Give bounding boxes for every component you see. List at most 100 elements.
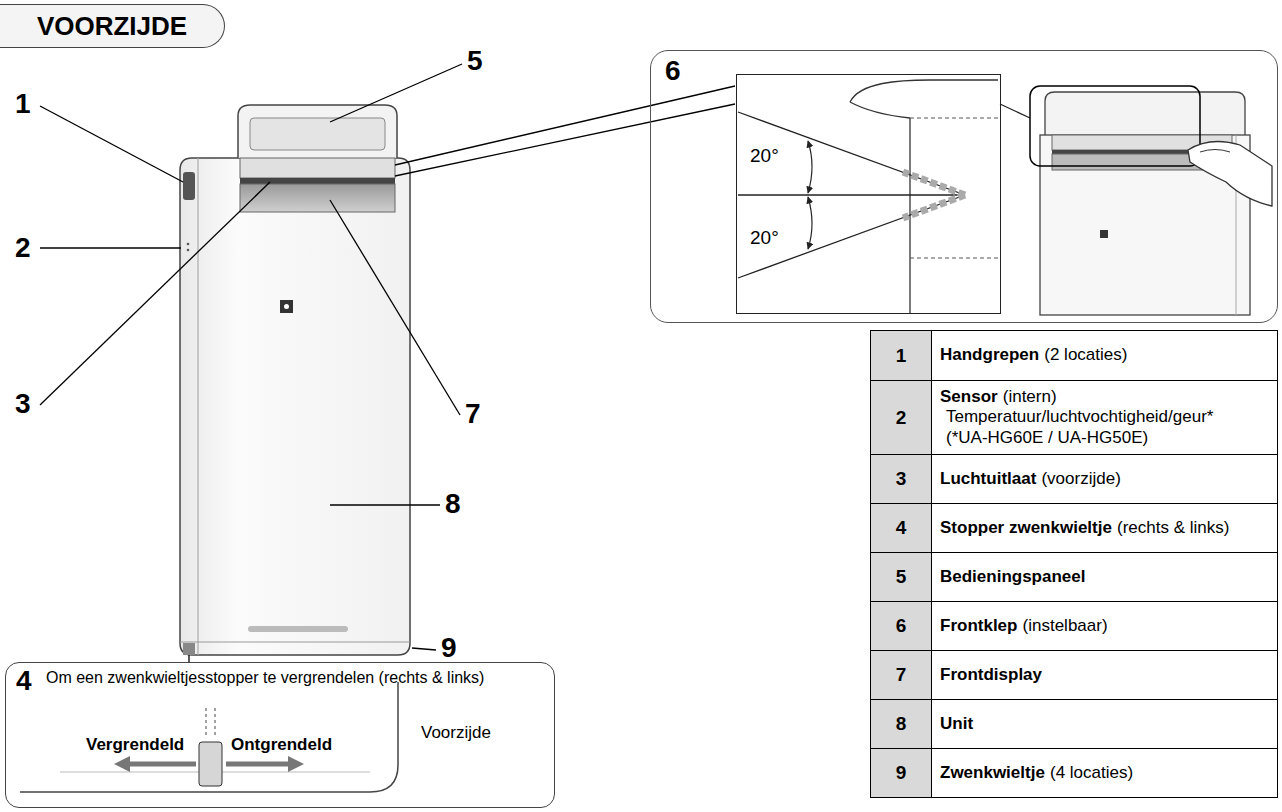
detail-box: 4Om een zwenkwieltjesstopper te vergrend… [5,662,555,808]
part-note: (2 locaties) [1044,345,1127,364]
air-purifier-part [248,626,348,632]
number-cell: 4 [871,504,932,552]
part-name: Bedieningspaneel [940,567,1085,586]
number-cell: 2 [871,381,932,454]
leader-line-part [330,504,440,505]
callout-number: 2 [15,232,31,264]
part-number: 6 [896,615,907,637]
description-line: Bedieningspaneel [940,567,1269,587]
description-line: (*UA-HG60E / UA-HG50E) [940,428,1269,448]
number-cell: 9 [871,749,932,797]
flap-angle-detail-part [850,102,910,118]
air-purifier-part [180,158,410,655]
flap-angle-detail-part [1200,150,1230,153]
table-row: 2 Sensor(intern)Temperatuur/luchtvochtigh… [871,380,1277,454]
title: VOORZIJDE [37,11,187,42]
state-label: Ontgrendeld [231,735,332,755]
caster-stopper-detail-part [206,708,207,735]
description-cell: Unit [932,700,1277,748]
flap-angle-detail-part [1030,86,1200,166]
flap-angle-detail-part [1100,230,1108,238]
number-cell: 6 [871,602,932,650]
leader-line [40,64,735,662]
caster-stopper-detail-part [122,762,196,767]
part-note: (4 locaties) [1050,763,1133,782]
part-number: 9 [896,762,907,784]
description-line: Temperatuur/luchtvochtigheid/geur* [940,407,1269,427]
leader-line-part [40,106,183,182]
description-line: Handgrepen(2 locaties) [940,345,1269,365]
part-name: Frontklep [940,616,1017,635]
description-cell: Frontdisplay [932,651,1277,699]
table-row: 8 Unit [871,699,1277,748]
part-number: 1 [896,345,907,367]
flap-angle-detail-part [903,172,965,195]
part-name: Frontdisplay [940,665,1042,684]
part-name: Stopper zwenkwieltje [940,518,1112,537]
angle-label: 20° [750,145,779,167]
air-purifier-part [187,249,190,252]
number-cell: 1 [871,331,932,380]
part-name: Zwenkwieltje [940,763,1045,782]
table-row: 1 Handgrepen(2 locaties) [871,331,1277,380]
callout-number: 9 [441,632,457,664]
part-number: 7 [896,664,907,686]
flap-angle-detail-part [910,258,998,259]
part-name: Sensor [940,387,998,406]
air-purifier-part [187,243,190,246]
description-cell: Zwenkwieltje (4 locaties) [932,749,1277,797]
table-row: 3 Luchtuitlaat (voorzijde) [871,454,1277,503]
leader-line-part [330,64,462,122]
description-line: Stopper zwenkwieltje(rechts & links) [940,518,1269,538]
part-number: 2 [896,407,907,429]
leader-line-part [395,104,735,176]
air-purifier-part [284,304,289,309]
leader-line-part [330,200,460,415]
part-name: Luchtuitlaat [940,469,1036,488]
description-cell: Sensor(intern)Temperatuur/luchtvochtighe… [932,381,1277,454]
air-purifier-part [240,158,395,178]
callout-number: 7 [465,398,481,430]
detail-panel: 620°20° [650,50,1278,323]
number-cell: 3 [871,455,932,503]
flap-angle-detail-part [1000,104,1030,118]
title-tab: VOORZIJDE [0,4,225,48]
part-note: Temperatuur/luchtvochtigheid/geur* [946,407,1213,426]
caster-stopper-detail-part [199,742,222,786]
leader-line-part [40,182,270,405]
part-note: (instelbaar) [1023,616,1108,635]
callout-number: 1 [15,88,31,120]
air-purifier-part [238,105,397,158]
description-line: Luchtuitlaat (voorzijde) [940,469,1269,489]
leader-line-part [40,247,181,248]
flap-angle-detail-part [903,195,965,218]
leader-line-part [395,86,735,165]
caster-stopper-detail-part [226,762,296,767]
parts-table: 1 Handgrepen(2 locaties) 2 Sensor(intern)Te… [870,330,1278,798]
air-purifier [180,105,410,655]
flap-angle-detail-part [910,118,998,119]
angle-box: 20°20° [736,74,1001,314]
number-cell: 8 [871,700,932,748]
caster-stopper-detail [5,662,555,808]
table-row: 6 Frontklep (instelbaar) [871,601,1277,650]
caster-stopper-detail-part [5,662,555,808]
air-purifier-part [183,172,195,200]
table-row: 9 Zwenkwieltje (4 locaties) [871,748,1277,797]
air-purifier-part [240,178,395,184]
part-name: Unit [940,714,973,733]
air-purifier-part [183,643,195,655]
description-cell: Handgrepen(2 locaties) [932,331,1277,380]
leader-line-part [188,655,189,662]
number-cell: 7 [871,651,932,699]
flap-angle-detail-part [738,112,965,195]
part-number: 3 [896,468,907,490]
instruction-text: Om een zwenkwieltjesstopper te vergrende… [46,669,526,687]
description-line: Frontdisplay [940,665,1269,685]
caster-stopper-detail-part [215,708,216,735]
flap-angle-detail [738,80,1272,315]
air-purifier-part [180,642,410,643]
part-number: 8 [896,713,907,735]
part-note: (voorzijde) [1041,469,1120,488]
